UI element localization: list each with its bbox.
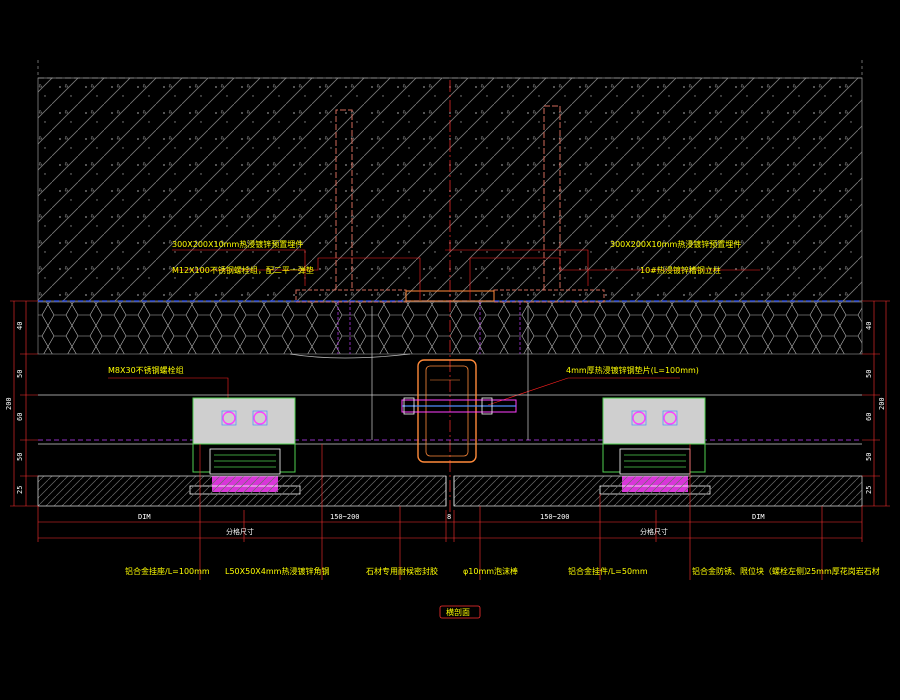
dim-right-span: 150~200: [540, 513, 570, 521]
dim-left-module: 分格尺寸: [226, 527, 254, 536]
sealant-joint: [445, 476, 455, 506]
steel-channel-column: [417, 359, 477, 463]
through-bolt: [401, 397, 517, 415]
label-bottom-4: φ10mm泡沫棒: [463, 566, 518, 576]
label-embed-plate-left: 300X200X10mm热浸镀锌预置埋件: [172, 239, 303, 249]
dim-right-dim: DIM: [752, 513, 765, 521]
dim-right-5: 25: [865, 486, 873, 494]
structure-lines: [38, 306, 862, 445]
dim-left-total: 200: [5, 397, 13, 410]
dim-right-3: 60: [865, 413, 873, 421]
dim-right-2: 50: [865, 370, 873, 378]
label-bottom-2: L50X50X4mm热浸镀锌角钢: [225, 566, 329, 576]
section-title: 横剖面: [446, 607, 470, 617]
dim-right-4: 50: [865, 453, 873, 461]
side-dim-text-right: 40 50 60 50 25 200: [865, 322, 886, 494]
label-embed-plate-right: 300X200X10mm热浸镀锌预置埋件: [610, 239, 741, 249]
side-dimensions-left: [10, 300, 38, 507]
stone-panel-right: [453, 475, 863, 507]
dim-left-3: 60: [16, 413, 24, 421]
bottom-dimension-lines: [37, 444, 863, 580]
dim-left-4: 50: [16, 453, 24, 461]
side-dimensions-right: [862, 300, 890, 507]
stone-panel-left: [37, 475, 447, 507]
label-bottom-7: 25mm厚花岗岩石材: [806, 566, 880, 576]
label-bolt-group: M8X30不锈钢螺栓组: [108, 365, 184, 375]
label-anchor-bolt: M12X100不锈钢螺栓组，配二平一弹垫: [172, 265, 314, 275]
label-bottom-5: 铝合金挂件/L=50mm: [568, 566, 648, 576]
dim-left-5: 25: [16, 486, 24, 494]
dim-joint: 8: [447, 513, 451, 521]
label-bottom-3: 石材专用耐候密封胶: [366, 566, 438, 576]
anchor-bolts: [337, 302, 521, 354]
dim-left-2: 50: [16, 370, 24, 378]
dim-left-dim: DIM: [138, 513, 151, 521]
dim-right-module: 分格尺寸: [640, 527, 668, 536]
dim-left-1: 40: [16, 322, 24, 330]
label-steel-channel: 10#热浸镀锌槽钢立柱: [640, 265, 721, 275]
dim-right-total: 200: [878, 397, 886, 410]
side-dim-text-left: 40 50 60 50 25 200: [5, 322, 24, 494]
label-bottom-1: 铝合金挂座/L=100mm: [125, 566, 210, 576]
dim-left-span: 150~200: [330, 513, 360, 521]
dim-right-1: 40: [865, 322, 873, 330]
label-gusset: 4mm厚热浸镀锌钢垫片(L=100mm): [566, 365, 699, 375]
drawing-frame: [37, 60, 863, 79]
leader-lines: [108, 249, 760, 406]
section-title-tag: 横剖面: [439, 605, 481, 619]
label-bottom-6: 铝合金防锈、限位块（螺栓左侧）: [692, 566, 812, 576]
sag-curve: [289, 353, 411, 359]
